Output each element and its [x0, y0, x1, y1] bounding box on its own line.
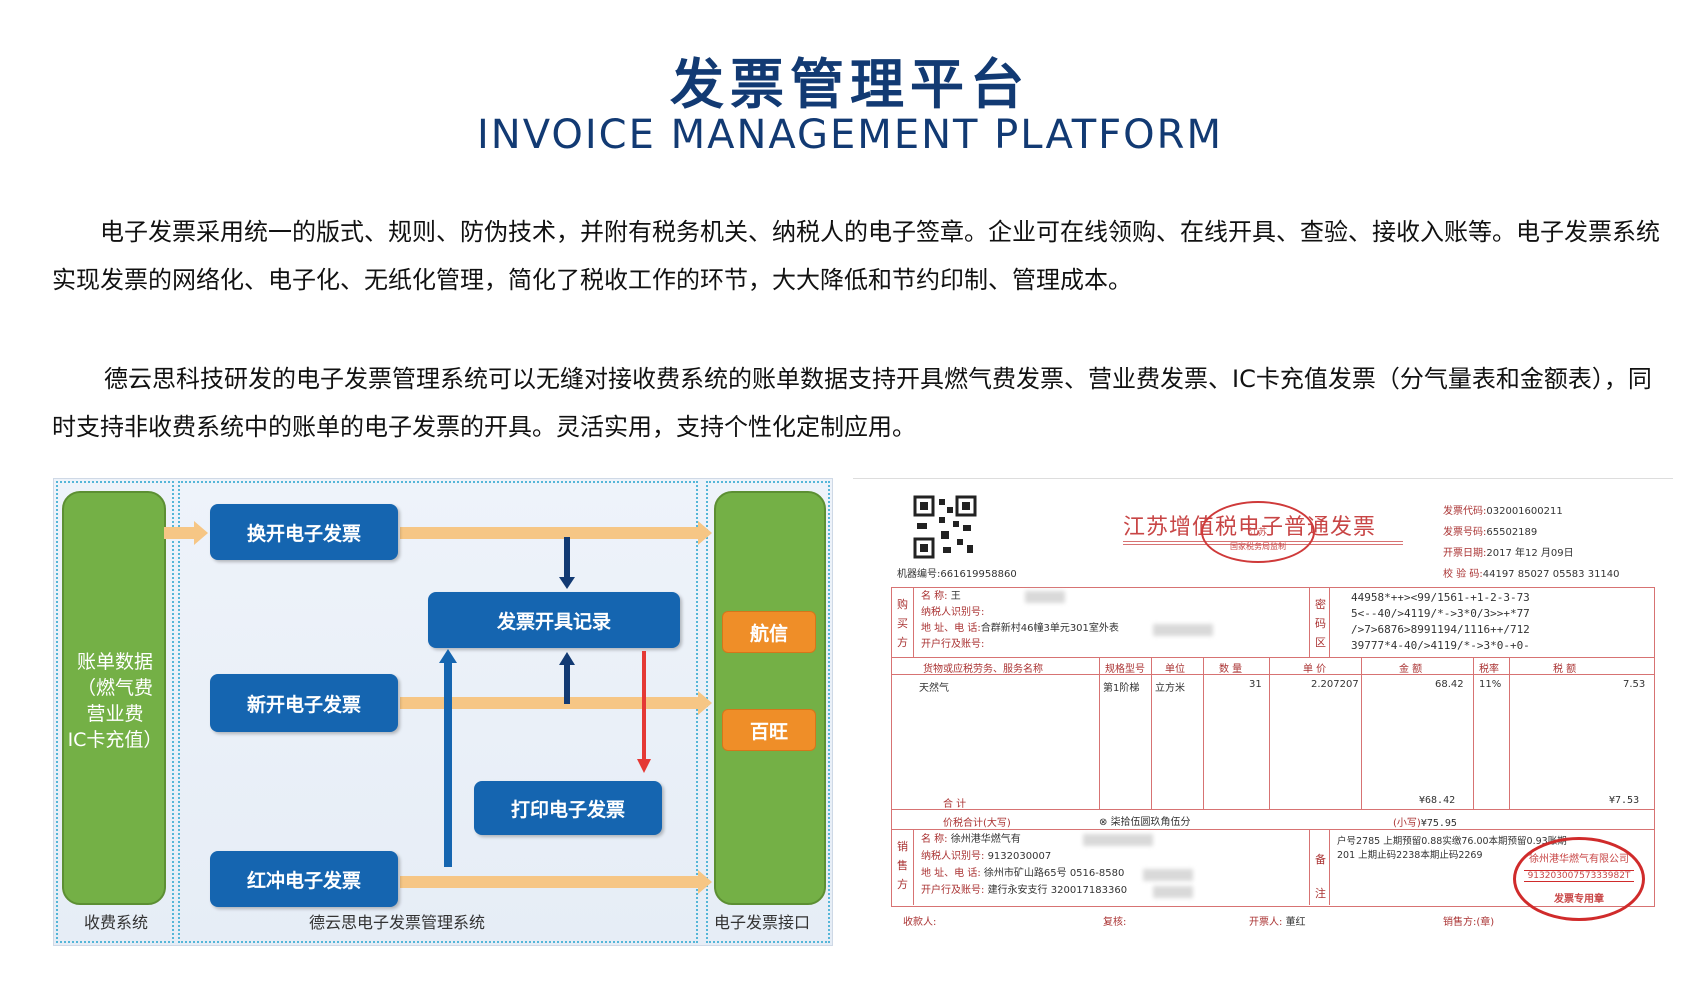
box-print-invoice: 打印电子发票 — [474, 781, 662, 835]
sum-label: 价税合计(大写) — [943, 818, 1011, 829]
arrow-print-head — [637, 759, 651, 773]
arrow-exchange-to-interface — [400, 521, 712, 545]
seller-info: 名 称: 徐州港华燃气有 纳税人识别号: 9132030007 地 址、电 话:… — [921, 834, 1128, 896]
box-invoice-record: 发票开具记录 — [428, 592, 680, 648]
sum-small: (小写)¥75.95 — [1393, 818, 1457, 829]
arrow-new-to-interface — [400, 691, 712, 715]
ledger-data-bar — [62, 491, 166, 905]
invoice-table — [891, 587, 1655, 907]
provider-hangxin: 航信 — [722, 611, 816, 653]
total-tax: ¥7.53 — [1609, 795, 1640, 806]
col-goods: 货物或应税劳务、服务名称 — [923, 664, 1043, 675]
total-label: 合 计 — [943, 799, 967, 810]
box-new-invoice: 新开电子发票 — [210, 674, 398, 732]
section-billing-system — [56, 481, 174, 943]
arrow-red-head — [439, 649, 457, 663]
buyer-side-label: 购买方 — [897, 598, 908, 649]
tax-bureau-seal: 江苏 国家税务局监制 — [1201, 501, 1315, 563]
item-tax: 7.53 — [1623, 679, 1646, 690]
col-price: 单 价 — [1303, 664, 1327, 675]
box-red-invoice: 红冲电子发票 — [210, 851, 398, 907]
footer-invoice-interface: 电子发票接口 — [714, 913, 811, 932]
sum-upper: ⊗ 柒拾伍圆玖角伍分 — [1099, 817, 1191, 828]
ledger-data-label: 账单数据 （燃气费 营业费 IC卡充值） — [67, 651, 163, 751]
arrow-down-head — [559, 577, 575, 589]
buyer-info: 名 称: 王 纳税人识别号: 地 址、电 话:合群新村46幢3单元301室外表 … — [921, 591, 1119, 650]
company-invoice-seal: 徐州港华燃气有限公司 91320300757333982T 发票专用章 — [1513, 837, 1645, 921]
item-spec: 第1阶梯 — [1103, 683, 1140, 694]
reviewer: 复核: — [1103, 917, 1127, 928]
remark-side-label: 备注 — [1315, 853, 1326, 900]
item-unit: 立方米 — [1155, 683, 1185, 694]
page-subtitle: INVOICE MANAGEMENT PLATFORM — [477, 112, 1223, 158]
item-rate: 11% — [1479, 679, 1502, 690]
section-management-system — [178, 481, 698, 943]
provider-baiwang: 百旺 — [722, 709, 816, 751]
payee: 收款人: — [903, 917, 937, 928]
drawer: 开票人: 董红 — [1249, 917, 1306, 928]
interface-bar — [714, 491, 826, 905]
invoice-flow-diagram: 账单数据 （燃气费 营业费 IC卡充值） 航信 百旺 换开电子发票 发票开具记录… — [53, 478, 833, 946]
machine-number: 机器编号:661619958860 — [897, 569, 1017, 580]
remarks: 户号2785 上期预留0.88实缴76.00本期预留0.93账期 201 上期止… — [1337, 836, 1567, 861]
box-exchange-invoice: 换开电子发票 — [210, 504, 398, 560]
item-qty: 31 — [1249, 679, 1262, 690]
item-price: 2.207207 — [1311, 679, 1359, 690]
col-amount: 金 额 — [1399, 664, 1423, 675]
footer-management-system: 德云思电子发票管理系统 — [309, 913, 486, 932]
arrow-red-to-interface — [400, 870, 712, 894]
arrow-up-head — [559, 652, 575, 665]
col-rate: 税率 — [1479, 664, 1499, 675]
intro-paragraph-1: 电子发票采用统一的版式、规则、防伪技术，并附有税务机关、纳税人的电子签章。企业可… — [52, 218, 1660, 294]
arrow-ledger-to-exchange — [164, 521, 208, 545]
intro-paragraph-2: 德云思科技研发的电子发票管理系统可以无缝对接收费系统的账单数据支持开具燃气费发票… — [52, 365, 1652, 441]
total-amount: ¥68.42 — [1419, 795, 1456, 806]
invoice-sample: 机器编号:661619958860 江苏增值税电子普通发票 江苏 国家税务局监制… — [853, 478, 1673, 949]
qr-code-icon — [913, 495, 977, 559]
flow-arrows — [439, 537, 651, 867]
password-side-label: 密码区 — [1315, 598, 1326, 649]
seller-sign: 销售方:(章) — [1443, 917, 1495, 928]
col-unit: 单位 — [1165, 664, 1185, 675]
col-spec: 规格型号 — [1105, 664, 1145, 675]
seller-side-label: 销售方 — [897, 840, 908, 891]
footer-billing-system: 收费系统 — [84, 913, 149, 932]
invoice-meta: 发票代码:032001600211 发票号码:65502189 开票日期:201… — [1443, 506, 1620, 580]
col-tax: 税 额 — [1553, 664, 1577, 675]
password-zone: 44958*++><99/1561-+1-2-3-73 5<--40/>4119… — [1351, 591, 1530, 652]
col-qty: 数 量 — [1219, 664, 1243, 675]
item-amount: 68.42 — [1435, 679, 1464, 690]
item-name: 天然气 — [919, 683, 949, 694]
page-title: 发票管理平台 — [670, 53, 1030, 116]
